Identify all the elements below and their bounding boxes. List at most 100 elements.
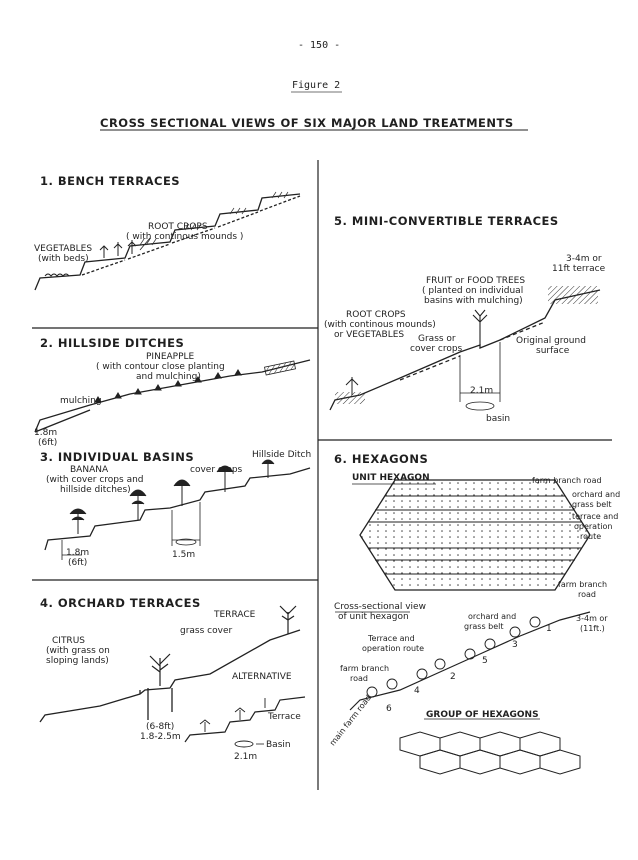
s6-terrace-op2: operation route <box>362 644 425 653</box>
s5-orig2: surface <box>536 346 570 356</box>
s6-size2: (11ft.) <box>580 624 605 633</box>
s4-terrace: TERRACE <box>214 610 256 620</box>
s5-basin: basin <box>486 414 511 424</box>
s6-farm-branch2: road <box>578 590 596 599</box>
s3-banana: BANANA <box>70 465 109 475</box>
banana-plants <box>69 459 275 534</box>
orchard-terraces-profile <box>39 629 301 723</box>
section-5-title: 5. MINI-CONVERTIBLE TERRACES <box>334 214 559 228</box>
s6-unit-hexagon: UNIT HEXAGON <box>352 473 430 483</box>
mini-terrace-hatch-2 <box>335 392 365 404</box>
section-2-title: 2. HILLSIDE DITCHES <box>40 336 185 350</box>
s5-root-crops-sub2: or VEGETABLES <box>334 330 405 340</box>
s5-orig1: Original ground <box>516 336 586 346</box>
s5-terrace-size1: 3-4m or <box>566 254 602 264</box>
s6-num-1: 1 <box>546 624 552 634</box>
root-crops-pointer <box>139 237 151 251</box>
s6-size1: 3-4m or <box>576 614 608 623</box>
page-number: - 150 - <box>298 40 341 51</box>
s6-num-2: 2 <box>450 672 456 682</box>
s6-terrace-op1: Terrace and <box>368 634 415 643</box>
basin-dimension-5 <box>459 342 501 411</box>
s2-height-ft: (6ft) <box>38 438 58 448</box>
section-6-title: 6. HEXAGONS <box>334 452 429 466</box>
cross-section-hexagon-profile <box>349 611 591 711</box>
s4-height-ft: (6-8ft) <box>146 722 175 732</box>
s2-pineapple-sub1: ( with contour close planting <box>96 362 225 372</box>
bench-terraces-profile <box>34 193 301 291</box>
s6-farm-branch1: farm branch <box>558 580 608 589</box>
s6-num-3: 3 <box>512 640 518 650</box>
s6-farm-branch4: road <box>350 674 368 683</box>
mini-terrace-hatch <box>548 286 598 304</box>
s3-banana-sub2: hillside ditches) <box>60 485 131 495</box>
bench-terrace-hatching <box>139 191 289 246</box>
s6-farm-branch3: farm branch <box>340 664 390 673</box>
s4-terrace2: Terrace <box>268 712 301 722</box>
s4-grass-cover: grass cover <box>180 626 233 636</box>
s4-citrus-sub2: sloping lands) <box>46 656 109 666</box>
s4-height-m: 1.8-2.5m <box>140 732 181 742</box>
s6-terrace-route3: route <box>580 532 602 541</box>
s6-cross1: Cross-sectional view <box>334 602 426 612</box>
root-crop-plants <box>99 240 137 258</box>
s6-orchard-g2: grass belt <box>464 622 504 631</box>
s1-root-crops-sub: ( with continous mounds ) <box>126 232 244 242</box>
fruit-tree <box>472 309 488 345</box>
s5-root-crops-sub1: (with continous mounds) <box>324 320 436 330</box>
s5-fruit: FRUIT or FOOD TREES <box>426 276 526 286</box>
group-of-hexagons <box>399 731 581 775</box>
s1-vegetables: VEGETABLES <box>34 244 93 254</box>
section-3-title: 3. INDIVIDUAL BASINS <box>40 450 195 464</box>
section-1-title: 1. BENCH TERRACES <box>40 174 181 188</box>
root-crop-plant-5 <box>345 377 359 395</box>
page-title: CROSS SECTIONAL VIEWS OF SIX MAJOR LAND … <box>100 116 514 130</box>
s6-orchard-g1: orchard and <box>468 612 517 621</box>
s5-root-crops: ROOT CROPS <box>346 310 406 320</box>
s4-alternative: ALTERNATIVE <box>232 672 292 682</box>
individual-basins-profile <box>44 467 311 551</box>
basin-ellipse <box>234 740 254 748</box>
s3-hillside-ditch: Hillside Ditch <box>252 450 312 460</box>
unit-hexagon-outline <box>359 479 591 591</box>
cross-section-trees <box>366 616 541 698</box>
s6-num-6: 6 <box>386 704 392 714</box>
pineapple-plants <box>94 369 242 403</box>
figure-label: Figure 2 <box>292 80 341 91</box>
s5-grass1: Grass or <box>418 334 456 344</box>
alternative-profile <box>184 696 306 743</box>
s4-width: 2.1m <box>234 752 258 762</box>
s1-vegetables-sub: (with beds) <box>38 254 89 264</box>
s3-banana-sub1: (with cover crops and <box>46 475 144 485</box>
s3-width: 1.5m <box>172 550 196 560</box>
s6-group-label: GROUP OF HEXAGONS <box>426 710 539 720</box>
s5-width: 2.1m <box>470 386 494 396</box>
s3-height-ft: (6ft) <box>68 558 88 568</box>
alternative-plants <box>199 698 266 732</box>
s6-orchard-belt1: orchard and <box>572 490 621 499</box>
s4-basin: Basin <box>266 740 291 750</box>
s2-pineapple-sub2: and mulching) <box>136 372 201 382</box>
s6-terrace-route1: terrace and <box>572 512 619 521</box>
vegetable-beds <box>44 273 70 277</box>
s1-root-crops: ROOT CROPS <box>148 222 208 232</box>
s6-orchard-belt2: grass belt <box>572 500 612 509</box>
s5-grass2: cover crops <box>410 344 463 354</box>
s5-terrace-size2: 11ft terrace <box>552 264 606 274</box>
s6-num-4: 4 <box>414 686 420 696</box>
section-4-title: 4. ORCHARD TERRACES <box>40 596 201 610</box>
s4-citrus-sub1: (with grass on <box>46 646 110 656</box>
s6-cross2: of unit hexagon <box>338 612 409 622</box>
terrace-tree <box>279 605 297 634</box>
s5-fruit-sub2: basins with mulching) <box>424 296 523 306</box>
s2-pineapple: PINEAPPLE <box>146 352 195 362</box>
s5-fruit-sub1: ( planted on individual <box>422 286 524 296</box>
s6-terrace-route2: operation <box>574 522 613 531</box>
s6-num-5: 5 <box>482 656 488 666</box>
citrus-tree <box>149 653 171 686</box>
hillside-hatch-block <box>264 360 296 376</box>
s4-citrus: CITRUS <box>52 636 85 646</box>
s3-cover-crops: cover crops <box>190 465 243 475</box>
s6-farm-branch-road: farm branch road <box>532 476 602 485</box>
